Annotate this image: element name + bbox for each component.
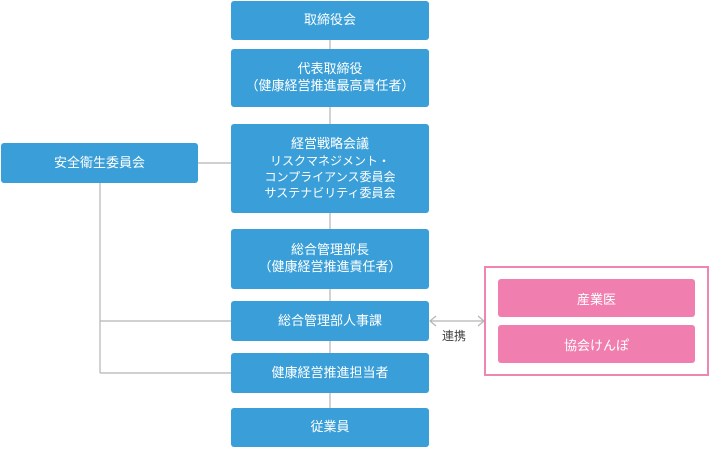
health-promoter-box: 健康経営推進担当者 bbox=[231, 353, 429, 393]
general-manager-box: 総合管理部長 （健康経営推進責任者） bbox=[231, 229, 429, 289]
hr-section-box: 総合管理部人事課 bbox=[231, 301, 429, 341]
safety-committee-box: 安全衛生委員会 bbox=[1, 143, 198, 183]
safety-label: 安全衛生委員会 bbox=[53, 155, 145, 171]
ceo-box: 代表取締役 （健康経営推進最高責任者） bbox=[231, 49, 429, 107]
employees-label: 従業員 bbox=[310, 420, 350, 435]
risk-label: リスクマネジメント・ bbox=[269, 154, 390, 168]
gm-sublabel: （健康経営推進責任者） bbox=[258, 260, 402, 275]
strategy-label: 経営戦略会議 bbox=[290, 137, 369, 152]
insurance-label: 協会けんぽ bbox=[563, 338, 629, 354]
promoter-label: 健康経営推進担当者 bbox=[271, 365, 389, 381]
link-arrow-left-head bbox=[429, 315, 437, 327]
board-label: 取締役会 bbox=[303, 13, 356, 28]
gm-label: 総合管理部長 bbox=[290, 243, 369, 258]
hr-label: 総合管理部人事課 bbox=[277, 313, 382, 329]
kyokai-kenpo-box: 協会けんぽ bbox=[498, 325, 695, 363]
link-label: 連携 bbox=[442, 329, 467, 343]
doctor-label: 産業医 bbox=[576, 292, 616, 308]
occupational-doctor-box: 産業医 bbox=[498, 279, 695, 317]
ceo-sublabel: （健康経営推進最高責任者） bbox=[245, 79, 415, 94]
board-of-directors-box: 取締役会 bbox=[231, 1, 429, 40]
ceo-label: 代表取締役 bbox=[297, 62, 363, 77]
compliance-label: コンプライアンス委員会 bbox=[264, 170, 396, 184]
employees-box: 従業員 bbox=[231, 408, 429, 447]
strategy-meeting-box: 経営戦略会議 リスクマネジメント・ コンプライアンス委員会 サステナビリティ委員… bbox=[231, 124, 429, 213]
sustainability-label: サステナビリティ委員会 bbox=[264, 186, 396, 200]
